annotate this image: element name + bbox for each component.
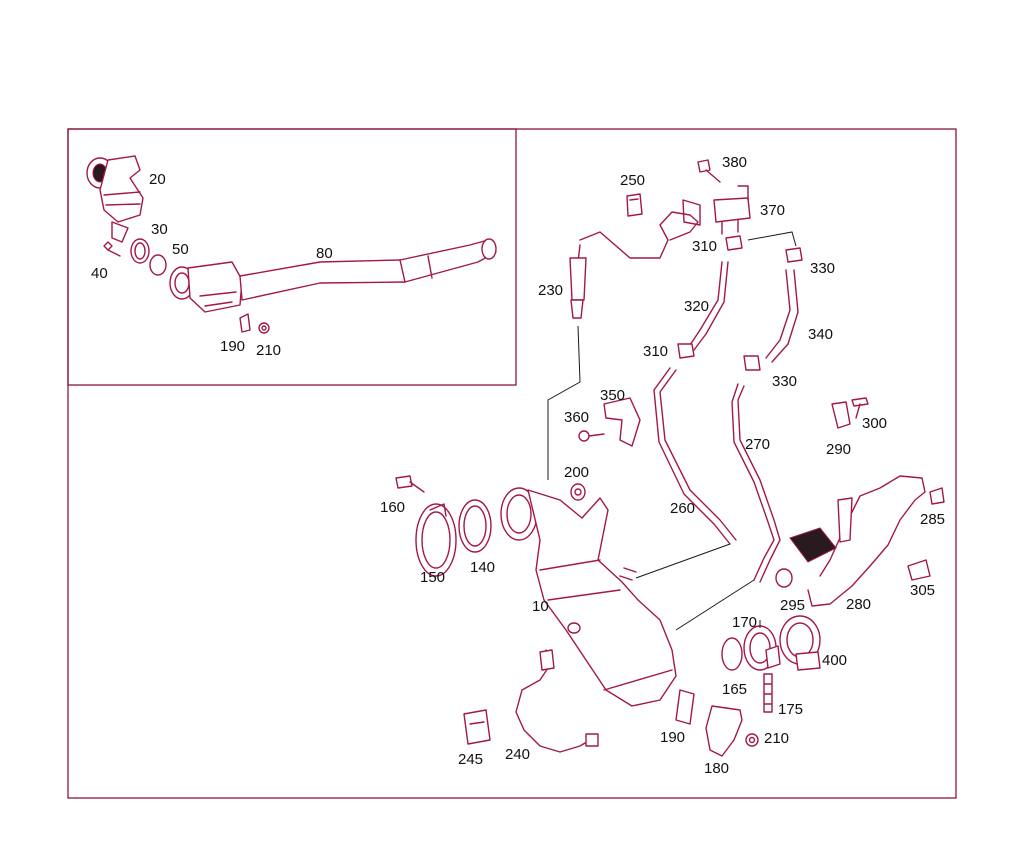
label-295: 295: [780, 597, 805, 614]
label-380: 380: [722, 154, 747, 171]
control-unit-295: [775, 527, 837, 588]
clamp-310-upper: [725, 235, 743, 251]
label-40: 40: [91, 265, 108, 282]
label-330-upper: 330: [810, 260, 835, 277]
bolt-360: [578, 430, 605, 442]
label-30: 30: [151, 221, 168, 238]
label-270: 270: [745, 436, 770, 453]
nut-210-main: [745, 733, 759, 747]
label-190-inset: 190: [220, 338, 245, 355]
seal-ring-50: [149, 254, 167, 276]
hose-340: [765, 269, 799, 363]
label-310-lower: 310: [643, 343, 668, 360]
label-165: 165: [722, 681, 747, 698]
bolt-175: [763, 673, 773, 713]
pressure-sensor-370: [713, 185, 751, 235]
label-360: 360: [564, 409, 589, 426]
label-210-inset: 210: [256, 342, 281, 359]
clamp-150: [415, 503, 457, 577]
label-300: 300: [862, 415, 887, 432]
bolt-40: [103, 241, 121, 257]
clip-250: [626, 193, 643, 217]
clip-245: [463, 709, 491, 745]
pipe-260: [653, 367, 737, 545]
bolt-300: [851, 397, 869, 419]
label-245: 245: [458, 751, 483, 768]
label-200: 200: [564, 464, 589, 481]
label-350: 350: [600, 387, 625, 404]
o2-sensor-230: [569, 244, 587, 319]
label-290: 290: [826, 441, 851, 458]
clamp-330-upper: [785, 247, 803, 263]
particulate-filter-10: [500, 487, 677, 707]
label-80: 80: [316, 245, 333, 262]
label-400: 400: [822, 652, 847, 669]
clamp-400: [779, 615, 821, 671]
inset-frame: [67, 128, 517, 386]
bolt-380: [697, 159, 721, 183]
label-330-lower: 330: [772, 373, 797, 390]
pipe-270: [731, 383, 781, 583]
bracket-290: [831, 401, 851, 429]
label-260: 260: [670, 500, 695, 517]
label-10: 10: [532, 598, 549, 615]
label-170: 170: [732, 614, 757, 631]
label-340: 340: [808, 326, 833, 343]
temp-sensor-240: [515, 649, 599, 753]
gasket-30: [130, 238, 150, 264]
label-180: 180: [704, 760, 729, 777]
bolt-160: [395, 475, 425, 493]
catalytic-converter-20: [86, 155, 144, 243]
label-140: 140: [470, 559, 495, 576]
leader-270-10: [675, 579, 755, 631]
hose-320: [687, 261, 729, 351]
label-160: 160: [380, 499, 405, 516]
clamp-330-lower: [743, 355, 761, 371]
label-210-main: 210: [764, 730, 789, 747]
seal-165: [721, 637, 743, 671]
label-50: 50: [172, 241, 189, 258]
leader-370-330: [747, 231, 797, 247]
leader-260-10: [635, 543, 731, 579]
clip-305: [907, 559, 931, 581]
label-240: 240: [505, 746, 530, 763]
bracket-190-main: [675, 689, 695, 725]
harness-sensor-370: [579, 199, 701, 259]
gasket-140: [458, 499, 492, 553]
leader-230: [547, 325, 581, 480]
bracket-180: [705, 705, 743, 757]
clamp-170: [743, 625, 781, 671]
label-150: 150: [420, 569, 445, 586]
label-250: 250: [620, 172, 645, 189]
label-280: 280: [846, 596, 871, 613]
clip-285: [929, 487, 945, 505]
label-175: 175: [778, 701, 803, 718]
label-305: 305: [910, 582, 935, 599]
bracket-190-inset: [239, 313, 251, 333]
label-190-main: 190: [660, 729, 685, 746]
o2-sensor-280: [807, 475, 926, 607]
nut-200: [570, 483, 586, 501]
nut-210-inset: [258, 322, 270, 334]
label-20: 20: [149, 171, 166, 188]
label-285: 285: [920, 511, 945, 528]
main-frame: [67, 128, 957, 799]
bracket-350: [603, 397, 641, 447]
label-370: 370: [760, 202, 785, 219]
label-320: 320: [684, 298, 709, 315]
particulate-filter-front-80: [169, 238, 497, 313]
label-310-upper: 310: [692, 238, 717, 255]
label-230: 230: [538, 282, 563, 299]
clamp-310-lower: [677, 343, 695, 359]
